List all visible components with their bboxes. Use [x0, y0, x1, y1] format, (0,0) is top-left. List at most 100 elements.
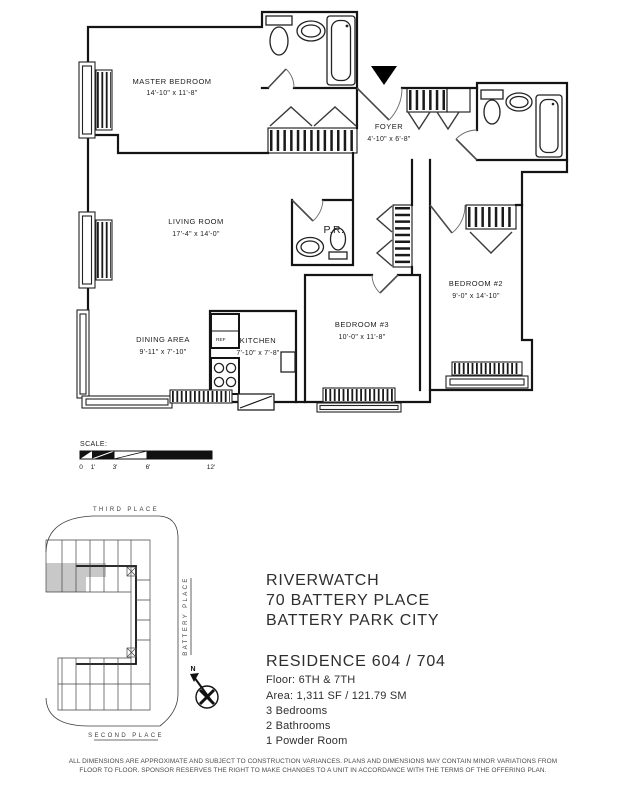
radiator — [322, 387, 396, 403]
street-label-third-place: THIRD PLACE — [93, 507, 159, 513]
building-name: RIVERWATCH — [266, 572, 379, 589]
scale-tick-0: 0 — [79, 464, 83, 471]
dining-area-dims: 9'-11" x 7'-10" — [139, 349, 186, 356]
window-inner — [319, 404, 399, 411]
building-address: 70 BATTERY PLACE — [266, 592, 430, 609]
residence-powder-room: 1 Powder Room — [266, 735, 347, 747]
scale-seg-slash-1 — [91, 450, 115, 460]
bedroom-3-dims: 10'-0" x 11'-8" — [338, 334, 385, 341]
bedroom-2-dims: 9'-0" x 14'-10" — [452, 293, 500, 300]
window-inner — [85, 398, 169, 406]
disclaimer-line-1: ALL DIMENSIONS ARE APPROXIMATE AND SUBJE… — [69, 758, 558, 765]
building-neighborhood: BATTERY PARK CITY — [266, 612, 439, 629]
kitchen-sink-drainboard — [239, 395, 273, 409]
master-closet — [267, 127, 358, 154]
kitchen-appliances: REF — [210, 313, 296, 411]
toilet-icon — [483, 99, 501, 125]
bedroom-2-label: BEDROOM #2 — [449, 279, 503, 288]
foyer-label: FOYER — [375, 122, 403, 131]
closet-door-chevrons — [269, 106, 513, 267]
scale-tick-3: 3' — [113, 464, 118, 471]
window-inner — [449, 378, 525, 386]
elevator-icon — [126, 647, 137, 658]
master-bathroom — [265, 15, 356, 86]
scale-bar: SCALE: 0 1' 3' 6' 12' — [79, 441, 215, 471]
scale-tick-6: 6' — [146, 464, 151, 471]
toilet-tank — [265, 15, 293, 26]
radiator — [95, 219, 113, 281]
residence-bedrooms: 3 Bedrooms — [266, 705, 328, 717]
info-block: RIVERWATCH 70 BATTERY PLACE BATTERY PARK… — [266, 572, 446, 747]
kitchen-label: KITCHEN — [240, 336, 276, 345]
scale-seg-slash-2 — [113, 450, 148, 460]
sink-basin — [300, 240, 320, 254]
scale-tick-1: 1' — [91, 464, 96, 471]
site-map: THIRD PLACE SECOND PLACE BATTERY PLACE N — [45, 507, 219, 741]
window-inner — [81, 215, 93, 285]
residence-bathrooms: 2 Bathrooms — [266, 720, 331, 732]
street-line-third-place — [45, 515, 159, 553]
floor-plan: REF — [76, 10, 569, 413]
stove-icon — [210, 357, 240, 395]
foyer-dims: 4'-10" x 6'-8" — [367, 136, 411, 143]
living-room-dims: 17'-4" x 14'-0" — [172, 231, 220, 238]
window-inner — [81, 65, 93, 135]
street-label-second-place: SECOND PLACE — [88, 733, 164, 739]
interior-walls — [86, 86, 569, 404]
burner — [213, 376, 225, 388]
elevator-icon — [126, 566, 137, 577]
living-room-label: LIVING ROOM — [168, 217, 224, 226]
scale-bar-outline — [79, 450, 213, 460]
scale-tick-12: 12' — [207, 464, 215, 471]
door-leaves — [267, 68, 478, 294]
kitchen-dims: 7'-10" x 7'-8" — [236, 350, 280, 357]
foyer-side-closet — [446, 87, 471, 113]
radiator — [169, 389, 233, 404]
linen-closet — [392, 204, 413, 268]
toilet-base — [328, 251, 348, 260]
exterior-walls — [86, 10, 569, 404]
toilet-icon — [269, 26, 289, 56]
powder-room — [295, 227, 348, 260]
tub-drain — [345, 24, 349, 28]
sink-basin — [509, 95, 529, 109]
radiator — [451, 361, 523, 376]
street-line-second-place — [45, 697, 160, 727]
scale-label: SCALE: — [80, 441, 107, 448]
disclaimer-line-2: FLOOR TO FLOOR. SPONSOR RESERVES THE RIG… — [79, 767, 546, 774]
residence-title: RESIDENCE 604 / 704 — [266, 653, 446, 670]
scale-seg-diagonal — [80, 451, 92, 459]
courtyard-corridor — [76, 565, 137, 665]
powder-room-label: P.R. — [323, 224, 344, 236]
unit-grid-lines — [58, 540, 150, 710]
refrigerator-label: REF — [216, 337, 226, 343]
room-labels: MASTER BEDROOM 14'-10" x 11'-8" FOYER 4'… — [132, 77, 503, 357]
bathtub-basin — [330, 19, 352, 82]
disclaimer: ALL DIMENSIONS ARE APPROXIMATE AND SUBJE… — [69, 758, 558, 774]
scale-seg-black-2 — [147, 451, 212, 459]
burner — [213, 362, 225, 374]
master-bedroom-dims: 14'-10" x 11'-8" — [146, 90, 197, 97]
dishwasher-icon — [280, 351, 296, 373]
residence-area: Area: 1,311 SF / 121.79 SM — [266, 690, 407, 702]
door-arcs — [285, 68, 478, 294]
burner — [225, 376, 237, 388]
hall-bathroom — [480, 89, 563, 158]
closets — [267, 87, 517, 268]
street-line-battery-place — [158, 515, 179, 727]
street-label-battery-place: BATTERY PLACE — [183, 576, 189, 656]
master-bedroom-label: MASTER BEDROOM — [132, 77, 211, 86]
foyer-closet — [406, 87, 448, 113]
entry-triangle-icon — [371, 66, 397, 85]
toilet-icon — [329, 227, 347, 251]
window-inner — [79, 313, 87, 395]
bathtub-basin — [539, 98, 559, 154]
bedroom-3-label: BEDROOM #3 — [335, 320, 389, 329]
dining-area-label: DINING AREA — [136, 335, 190, 344]
tub-drain — [551, 102, 555, 106]
compass-rose-icon: N — [190, 666, 219, 709]
building-outline — [45, 539, 151, 711]
residence-floor: Floor: 6TH & 7TH — [266, 674, 355, 686]
